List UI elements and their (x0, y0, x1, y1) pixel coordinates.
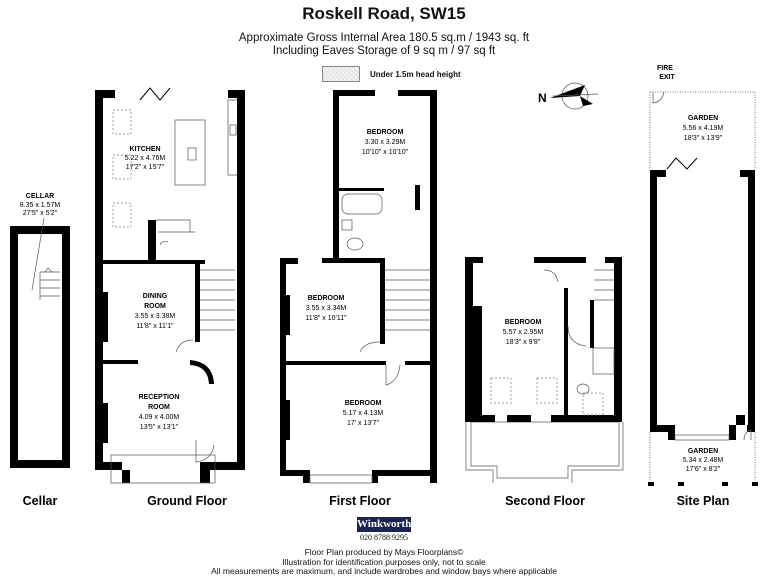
room-imperial: 18'3" x 13'9" (684, 135, 723, 142)
room-name: BEDROOM (308, 295, 345, 302)
floor-label-first: First Floor (329, 494, 391, 508)
room-name: CELLAR (26, 193, 54, 200)
head-height-legend: Under 1.5m head height (322, 66, 461, 82)
room-imperial: 17'6" x 8'2" (686, 466, 721, 473)
room-imperial: 18'3" x 9'8" (506, 339, 541, 346)
room-metric: 4.09 x 4.00M (139, 414, 180, 421)
agent-phone: 020 8788 9295 (360, 533, 408, 542)
room-name: GARDEN (688, 115, 718, 122)
room-imperial: 11'8" x 10'11" (305, 315, 347, 322)
room-metric: 3.55 x 3.34M (306, 305, 347, 312)
room-imperial: 11'8" x 11'1" (136, 323, 174, 330)
floor-label-cellar: Cellar (23, 494, 58, 508)
room-metric: 3.30 x 3.29M (365, 139, 406, 146)
footer-disclaimer: Illustration for identification purposes… (282, 557, 486, 567)
floor-label-second: Second Floor (505, 494, 585, 508)
room-metric: 5.17 x 4.13M (343, 410, 384, 417)
footer-credit: Floor Plan produced by Mays Floorplans© (304, 547, 464, 557)
fire-exit-label: FIRE (657, 65, 673, 72)
room-imperial: 17'2" x 15'7" (126, 164, 165, 171)
hatch-swatch (322, 66, 360, 82)
floor-label-site: Site Plan (677, 494, 730, 508)
room-imperial: 10'10" x 10'10" (362, 149, 409, 156)
first-floor-plan: BEDROOM 3.30 x 3.29M 10'10" x 10'10" BED… (280, 90, 437, 508)
legend-label: Under 1.5m head height (370, 69, 461, 79)
winkworth-logo: Winkworth (357, 517, 412, 532)
cellar-plan: CELLAR 8.35 x 1.57M 27'5" x 5'2" Cellar (10, 193, 70, 508)
room-name: KITCHEN (129, 146, 160, 153)
floor-label-ground: Ground Floor (147, 494, 227, 508)
room-name: BEDROOM (505, 319, 542, 326)
eaves-area: Including Eaves Storage of 9 sq m / 97 s… (272, 45, 496, 57)
room-name: DINING (143, 293, 168, 300)
room-imperial: 17' x 13'7" (347, 420, 380, 427)
footer-measurements-note: All measurements are maximum, and includ… (211, 566, 557, 576)
room-name: RECEPTION (139, 394, 180, 401)
room-metric: 8.35 x 1.57M (20, 202, 61, 209)
ground-floor-plan: KITCHEN 5.22 x 4.76M 17'2" x 15'7" DININ… (95, 87, 245, 508)
gross-area: Approximate Gross Internal Area 180.5 sq… (238, 32, 530, 44)
property-title: Roskell Road, SW15 (302, 4, 466, 23)
room-name: GARDEN (688, 448, 718, 455)
room-metric: 5.34 x 2.48M (683, 457, 724, 464)
room-name: BEDROOM (345, 400, 382, 407)
room-name-2: ROOM (148, 404, 170, 411)
room-metric: 5.56 x 4.19M (683, 125, 724, 132)
room-name: BEDROOM (367, 129, 404, 136)
compass-north-label: N (538, 91, 547, 105)
site-plan: FIRE EXIT GARDEN 5.56 x 4.19M 18'3" x 13… (648, 65, 758, 508)
room-metric: 5.57 x 2.95M (503, 329, 544, 336)
room-imperial: 13'5" x 13'1" (140, 424, 179, 431)
room-metric: 5.22 x 4.76M (125, 155, 166, 162)
fire-exit-label: EXIT (659, 74, 675, 81)
north-compass: N (538, 82, 599, 110)
room-imperial: 27'5" x 5'2" (23, 210, 58, 217)
room-name-2: ROOM (144, 303, 166, 310)
second-floor-plan: BEDROOM 5.57 x 2.95M 18'3" x 9'8" Second… (465, 257, 624, 508)
room-metric: 3.55 x 3.38M (135, 313, 176, 320)
